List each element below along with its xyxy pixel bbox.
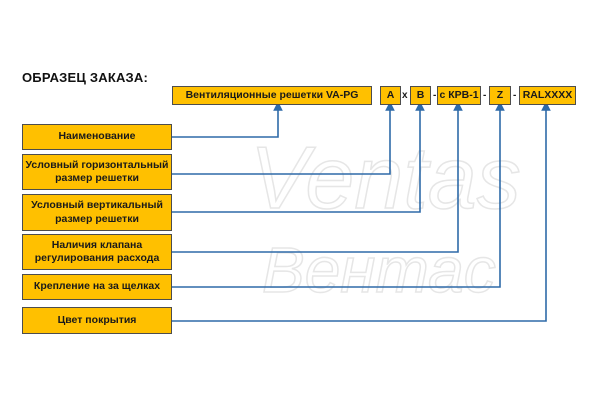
label-color-text: Цвет покрытия [57,313,137,326]
label-valve: Наличия клапана регулирования расхода [22,234,172,270]
connector-valve [172,101,463,253]
label-horizontal-line1: Условный горизонтальный [25,158,169,171]
connector-horizontal [172,101,395,175]
diagram-title: ОБРАЗЕЦ ЗАКАЗА: [22,70,149,85]
code-valve-box: с КРВ-1 [437,86,481,105]
label-mount-text: Крепление на за щелках [33,280,161,293]
label-color: Цвет покрытия [22,307,172,334]
code-a-box: A [380,86,401,105]
label-mount: Крепление на за щелках [22,274,172,300]
label-valve-line1: Наличия клапана [51,238,143,251]
code-dash-1: - [433,90,437,101]
connector-name [172,101,283,138]
label-name: Наименование [22,124,172,150]
code-b-box: B [410,86,431,105]
code-dash-3: - [513,90,517,101]
connector-vertical [172,101,425,213]
code-ral-box: RALXXXX [519,86,576,105]
code-z-box: Z [489,86,511,105]
label-vertical-size: Условный вертикальный размер решетки [22,194,172,231]
label-name-text: Наименование [58,130,136,143]
label-vertical-line2: размер решетки [55,212,139,225]
connector-mount [172,101,505,288]
code-x-separator: x [402,90,408,101]
connector-color [172,101,551,322]
code-name-box: Вентиляционные решетки VA-PG [172,86,372,105]
label-valve-line2: регулирования расхода [34,252,160,264]
label-horizontal-line2: размер решетки [55,172,139,184]
label-vertical-line1: Условный вертикальный [31,199,163,212]
code-dash-2: - [483,90,487,101]
label-horizontal-size: Условный горизонтальный размер решетки [22,154,172,190]
